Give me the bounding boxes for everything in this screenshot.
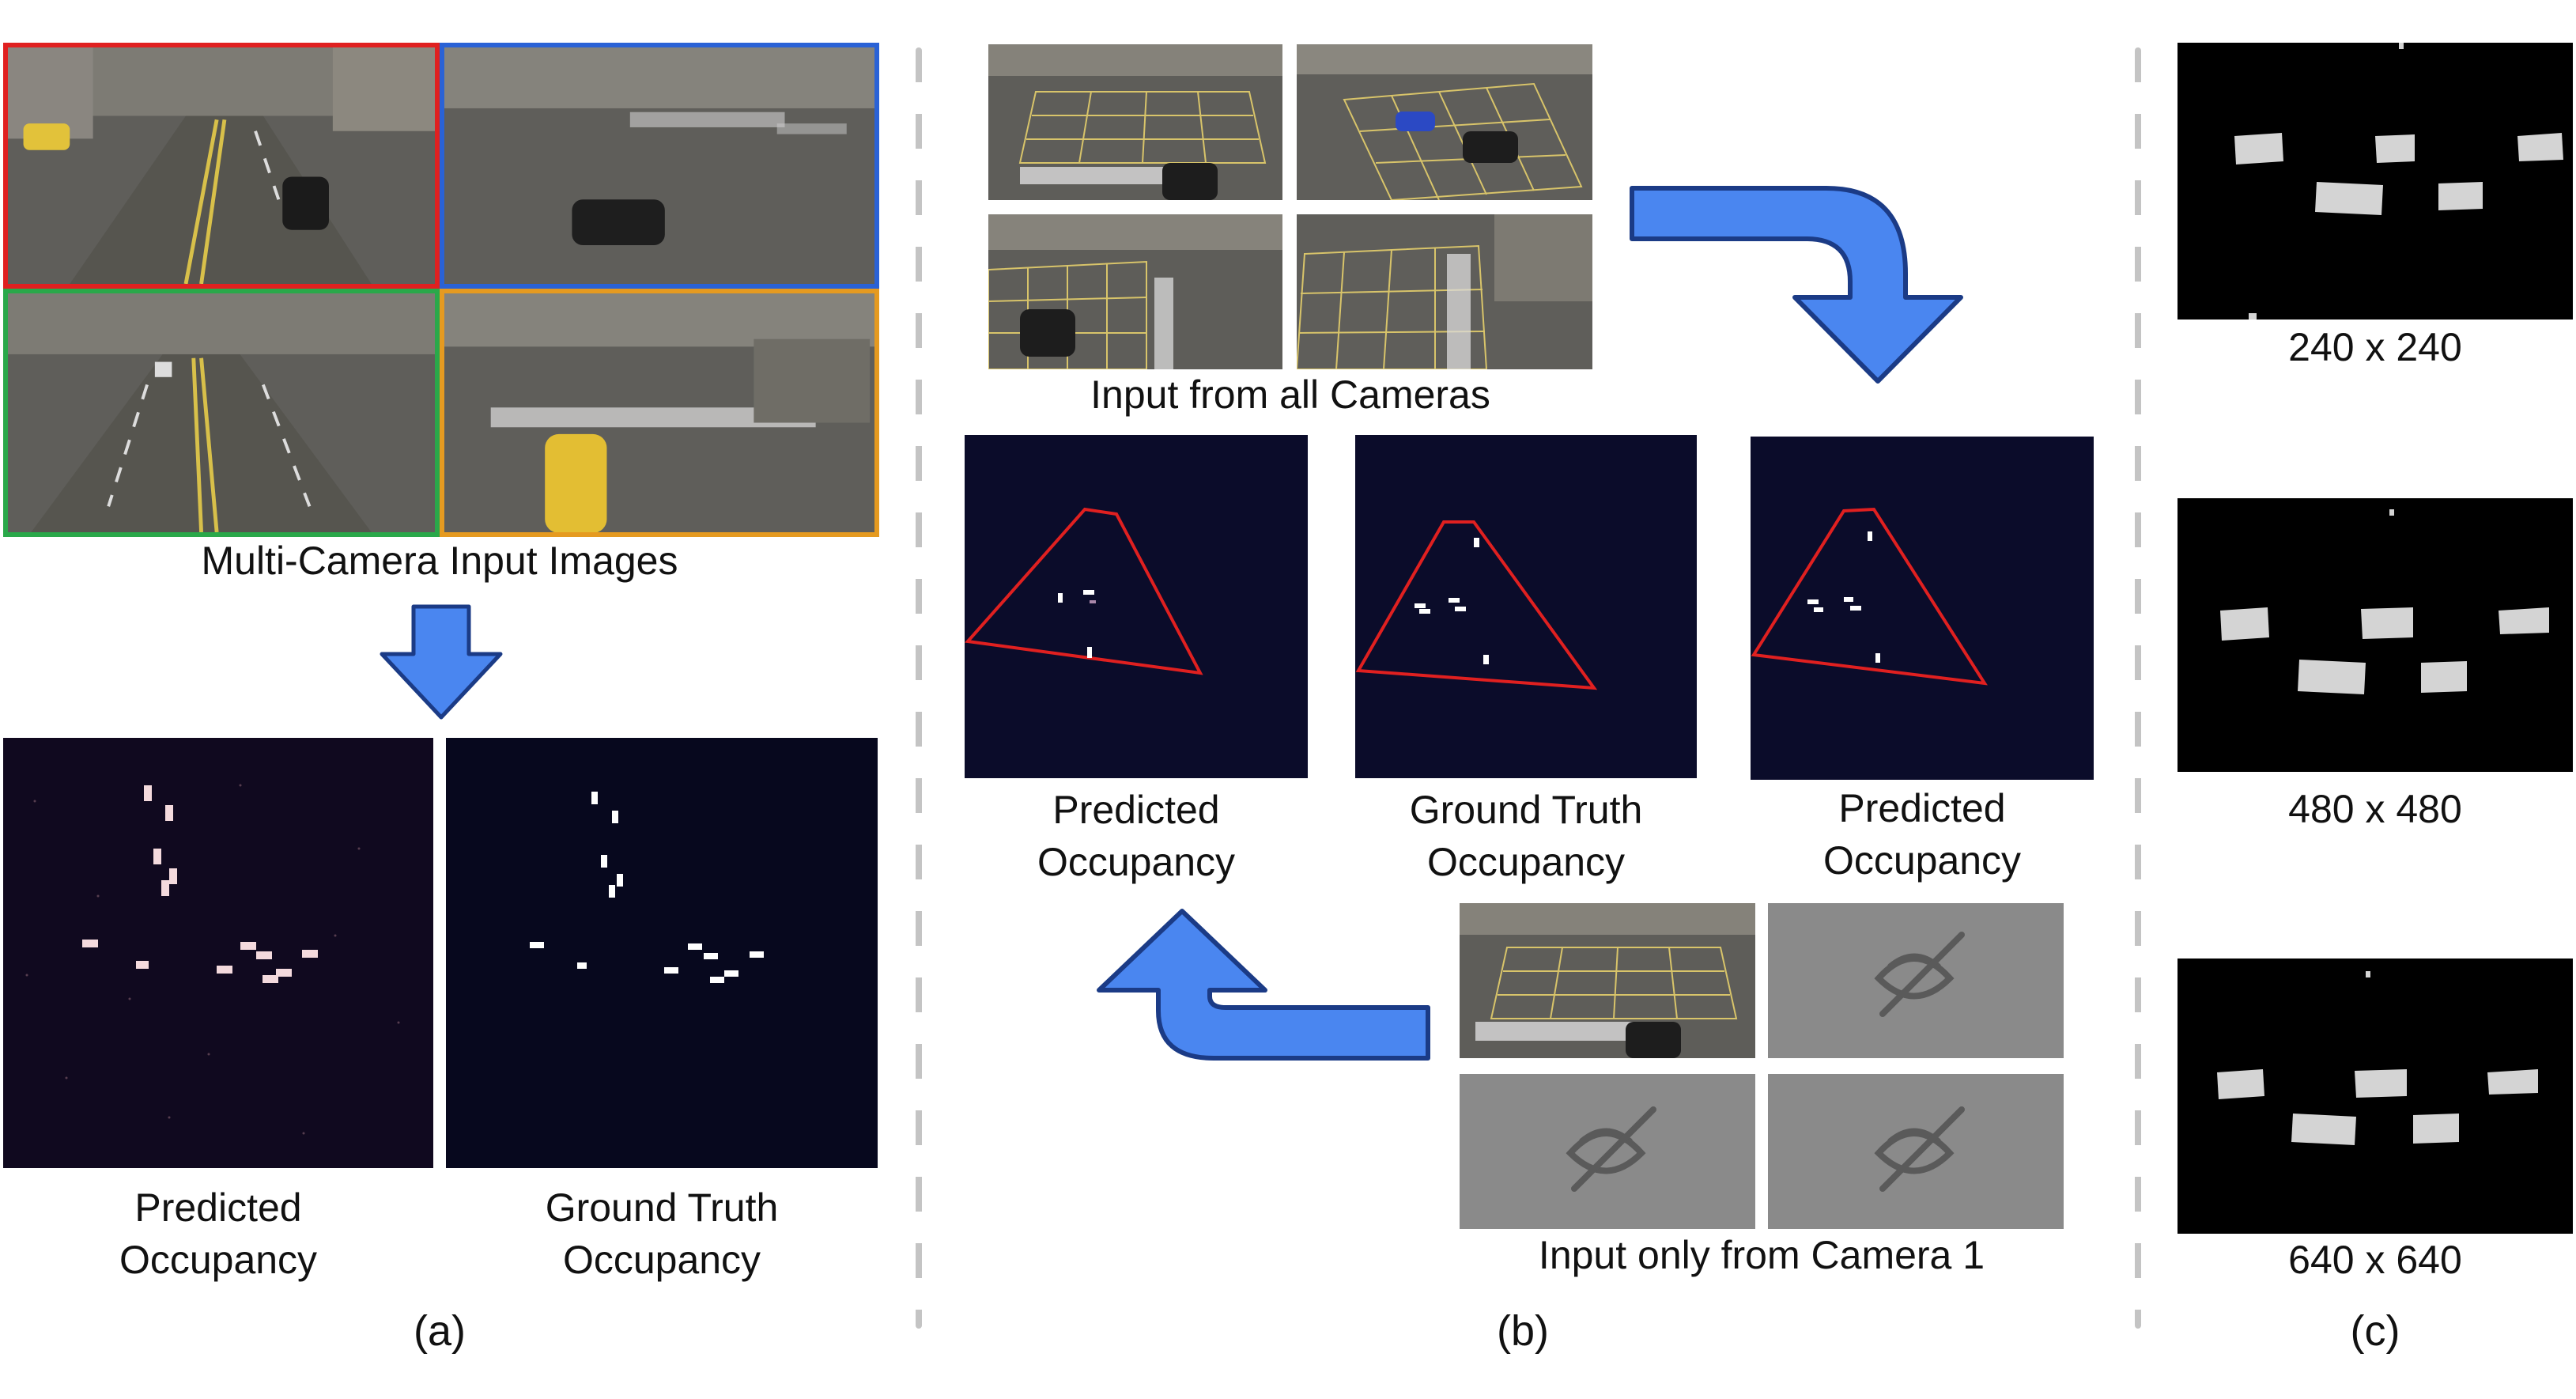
hidden-camera-2 bbox=[1768, 903, 2064, 1058]
predicted-occupancy-label-a: Predicted Occupancy bbox=[119, 1185, 318, 1282]
ground-truth-occupancy-map-a bbox=[446, 738, 878, 1168]
resolution-label-240: 240 x 240 bbox=[2288, 325, 2462, 369]
camera-1-caption: Input only from Camera 1 bbox=[1538, 1233, 1985, 1277]
resolution-map-640 bbox=[2178, 959, 2573, 1234]
predicted-occupancy-map-b1 bbox=[965, 435, 1308, 778]
all-cameras-caption: Input from all Cameras bbox=[1090, 372, 1490, 417]
hidden-camera-4 bbox=[1768, 1074, 2064, 1229]
ground-truth-occupancy-map-b bbox=[1355, 435, 1697, 778]
resolution-label-480: 480 x 480 bbox=[2288, 787, 2462, 831]
down-arrow-icon bbox=[380, 604, 503, 720]
resolution-map-240 bbox=[2178, 43, 2573, 320]
panel-c-letter: (c) bbox=[2350, 1307, 2400, 1355]
hidden-camera-3 bbox=[1460, 1074, 1755, 1229]
predicted-occupancy-map-b2 bbox=[1751, 437, 2094, 780]
panel-divider-1 bbox=[916, 47, 922, 1329]
eye-slash-icon bbox=[1566, 1106, 1656, 1192]
camera-image-3 bbox=[3, 289, 440, 537]
predicted-occupancy-map bbox=[3, 738, 433, 1168]
ground-truth-occupancy-label-b: Ground Truth Occupancy bbox=[1409, 788, 1643, 884]
panel-b-letter: (b) bbox=[1497, 1307, 1549, 1355]
all-camera-image-3 bbox=[988, 214, 1282, 369]
resolution-map-480 bbox=[2178, 498, 2573, 772]
ground-truth-occupancy-label-a: Ground Truth Occupancy bbox=[545, 1185, 779, 1282]
panel-divider-2 bbox=[2135, 47, 2141, 1329]
curved-arrow-left-up-icon bbox=[1097, 909, 1430, 1061]
panel-a-letter: (a) bbox=[414, 1307, 466, 1355]
camera-image-2 bbox=[440, 43, 879, 289]
all-camera-image-1 bbox=[988, 44, 1282, 200]
curved-arrow-right-down-icon bbox=[1630, 186, 1963, 384]
camera-image-4 bbox=[440, 289, 879, 537]
all-camera-image-4 bbox=[1297, 214, 1592, 369]
all-camera-image-2 bbox=[1297, 44, 1592, 200]
predicted-occupancy-label-b2: Predicted Occupancy bbox=[1822, 786, 2022, 883]
eye-slash-icon bbox=[1874, 932, 1965, 1017]
eye-slash-icon bbox=[1874, 1106, 1965, 1192]
camera-image-1 bbox=[3, 43, 440, 289]
camera-1-image bbox=[1460, 903, 1755, 1058]
resolution-label-640: 640 x 640 bbox=[2288, 1238, 2462, 1282]
multi-camera-caption: Multi-Camera Input Images bbox=[201, 539, 678, 583]
predicted-occupancy-label-b1: Predicted Occupancy bbox=[1037, 788, 1236, 884]
